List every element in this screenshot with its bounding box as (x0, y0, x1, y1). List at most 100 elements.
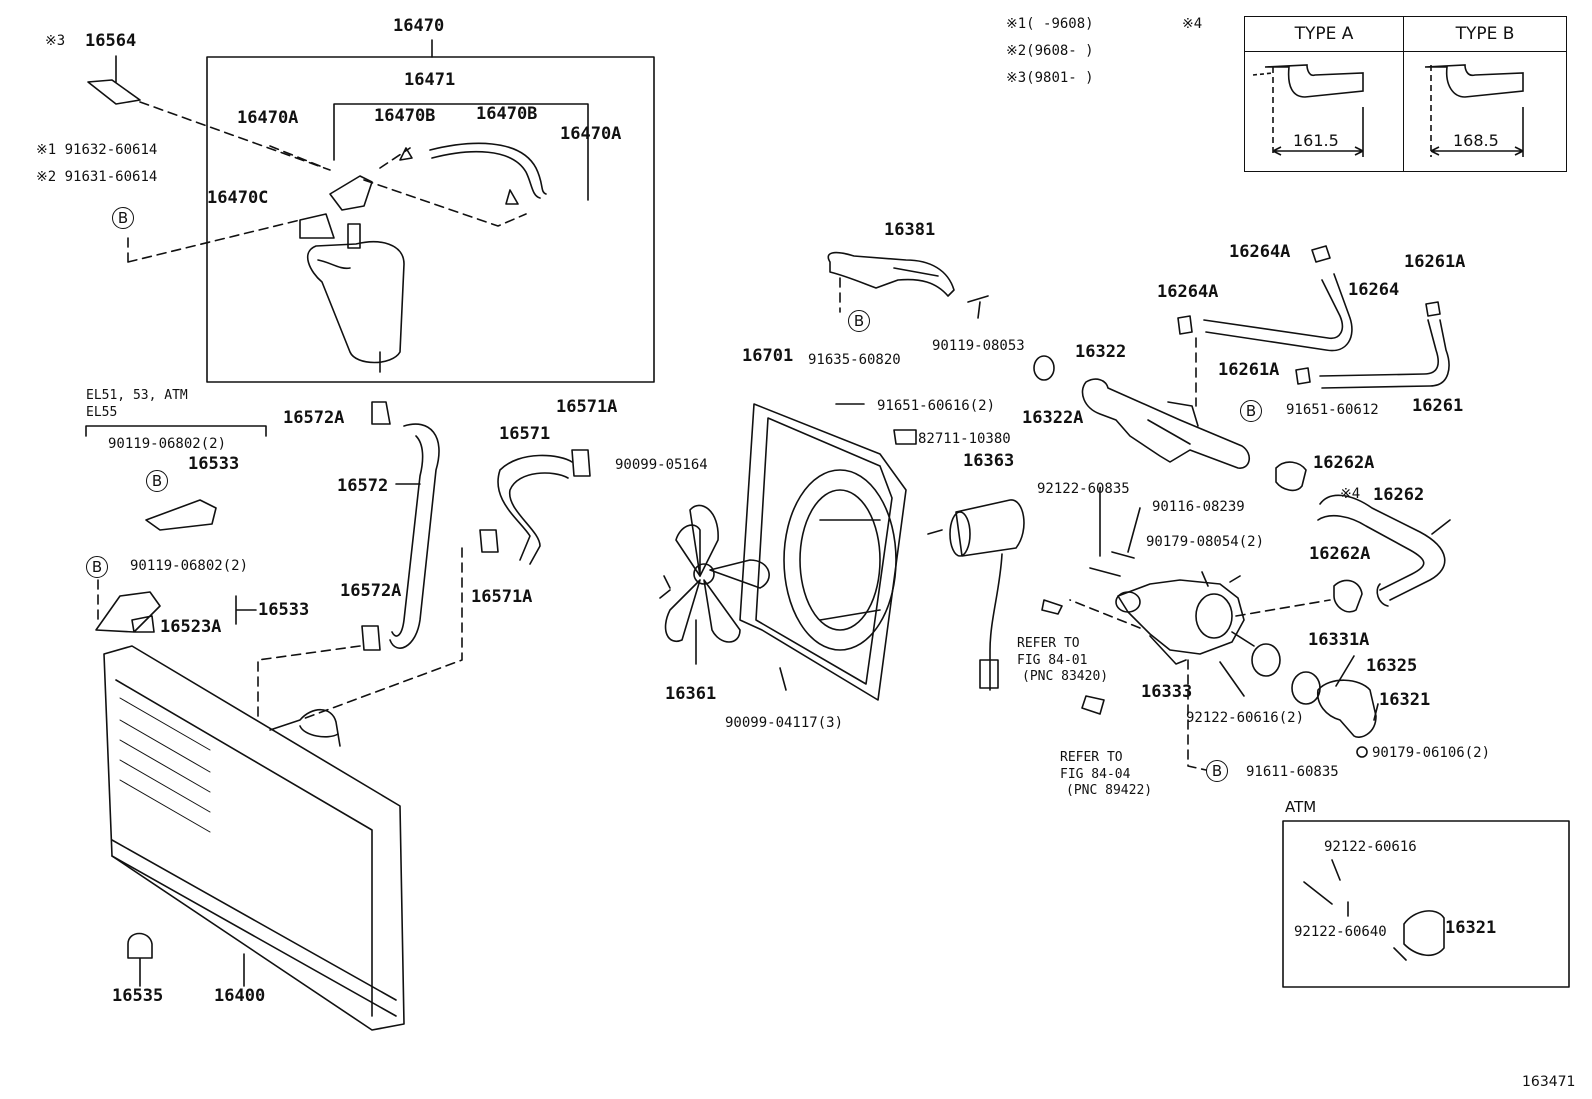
water-pipe-16322 (1081, 378, 1250, 469)
note-mark-4: ※4 (1340, 486, 1361, 502)
callout-16262a-1: 16262A (1313, 453, 1375, 473)
hose-16572 (389, 423, 440, 649)
callout-90119-08053: 90119-08053 (932, 338, 1025, 354)
note-3: ※3(9801- ) (1006, 70, 1094, 86)
callout-16262: 16262 (1373, 485, 1425, 505)
callout-91611-60835: 91611-60835 (1246, 764, 1339, 780)
callout-91651-60612: 91651-60612 (1286, 402, 1379, 418)
callout-16333: 16333 (1141, 682, 1193, 702)
circle-b-marker: B (86, 556, 108, 578)
type-a-dimension: 161.5 (1293, 131, 1339, 150)
callout-91631-60614: ※2 91631-60614 (36, 169, 158, 185)
note-el55: EL55 (86, 405, 118, 420)
callout-16264: 16264 (1348, 280, 1400, 300)
callout-90099-05164: 90099-05164 (615, 457, 708, 473)
radiator (103, 645, 405, 1031)
figure-number: 163471 (1522, 1074, 1576, 1090)
callout-16701: 16701 (742, 346, 794, 366)
note-4-mark: ※4 (1182, 16, 1203, 32)
hose-16264 (1203, 273, 1353, 352)
reservoir-tank (299, 175, 405, 373)
callout-16261a-1: 16261A (1404, 252, 1466, 272)
refer-84-01-line2: FIG 84-01 (1017, 653, 1088, 668)
callout-bracket-16471 (333, 103, 589, 201)
callout-16572a-2: 16572A (340, 581, 402, 601)
callout-16325: 16325 (1366, 656, 1418, 676)
callout-16470: 16470 (393, 16, 445, 36)
callout-90119-06802-b: 90119-06802(2) (130, 558, 249, 574)
note-1: ※1( -9608) (1006, 16, 1094, 32)
cap-16564 (87, 79, 141, 105)
callout-16264a-2: 16264A (1157, 282, 1219, 302)
thermostat-16331a (1251, 643, 1281, 677)
callout-16470b-1: 16470B (374, 106, 436, 126)
callout-16533-b: 16533 (258, 600, 310, 620)
callout-92122-60835: 92122-60835 (1037, 481, 1130, 497)
callout-90179-08054: 90179-08054(2) (1146, 534, 1265, 550)
callout-16470a-2: 16470A (560, 124, 622, 144)
callout-16471: 16471 (404, 70, 456, 90)
water-inlet-housing-16333 (1115, 575, 1245, 665)
callout-92122-60616: 92122-60616(2) (1186, 710, 1305, 726)
hose-16262 (1317, 494, 1446, 601)
bracket-16533 (145, 499, 217, 531)
circle-b-marker: B (112, 207, 134, 229)
bracket-16381 (827, 251, 955, 297)
circle-b-marker: B (1240, 400, 1262, 422)
callout-16470a-1: 16470A (237, 108, 299, 128)
callout-16523a: 16523A (160, 617, 222, 637)
note-mark-3: ※3 (45, 33, 66, 49)
callout-16533-a: 16533 (188, 454, 240, 474)
callout-16571: 16571 (499, 424, 551, 444)
hose-16571 (497, 454, 573, 565)
bracket-16533-lower (95, 591, 161, 633)
circle-b-marker: B (848, 310, 870, 332)
callout-91651-60616: 91651-60616(2) (877, 398, 996, 414)
refer-84-01-line1: REFER TO (1017, 636, 1080, 651)
hose-16470a (429, 142, 547, 199)
note-el51-53-atm: EL51, 53, ATM (86, 388, 188, 403)
type-b-dimension-line (1430, 146, 1524, 156)
callout-16322: 16322 (1075, 342, 1127, 362)
atm-inset-box (1282, 820, 1570, 988)
callout-16381: 16381 (884, 220, 936, 240)
callout-16331a: 16331A (1308, 630, 1370, 650)
callout-16322a: 16322A (1022, 408, 1084, 428)
atm-callout-16321: 16321 (1445, 918, 1497, 938)
type-a-dimension-line (1272, 146, 1364, 156)
refer-84-04-line2: FIG 84-04 (1060, 767, 1131, 782)
support-16535 (127, 932, 153, 987)
callout-16571a-2: 16571A (471, 587, 533, 607)
callout-16535: 16535 (112, 986, 164, 1006)
callout-16571a-1: 16571A (556, 397, 618, 417)
callout-82711-10380: 82711-10380 (918, 431, 1011, 447)
refer-84-04-line1: REFER TO (1060, 750, 1123, 765)
callout-90099-04117: 90099-04117(3) (725, 715, 844, 731)
type-b-hose-outline (1424, 64, 1524, 98)
callout-90116-08239: 90116-08239 (1152, 499, 1245, 515)
callout-16470b-2: 16470B (476, 104, 538, 124)
atm-callout-92122-60616: 92122-60616 (1324, 839, 1417, 855)
reservoir-group-box (206, 56, 655, 383)
callout-16321: 16321 (1379, 690, 1431, 710)
callout-91632-60614: ※1 91632-60614 (36, 142, 158, 158)
callout-16261a-2: 16261A (1218, 360, 1280, 380)
refer-84-04-line3: (PNC 89422) (1066, 783, 1153, 798)
type-a-hose-outline (1264, 64, 1364, 98)
hose-type-table: TYPE A TYPE B 161.5 168.5 (1244, 16, 1567, 172)
o-ring-16322a (1033, 355, 1055, 381)
callout-90119-06802-a: 90119-06802(2) (108, 436, 227, 452)
callout-16262a-2: 16262A (1309, 544, 1371, 564)
callout-90179-06106: 90179-06106(2) (1372, 745, 1491, 761)
fan-16361 (664, 504, 770, 643)
callout-16261: 16261 (1412, 396, 1464, 416)
callout-16363: 16363 (963, 451, 1015, 471)
atm-title: ATM (1285, 798, 1317, 816)
water-outlet-16321 (1316, 679, 1377, 738)
circle-b-marker: B (146, 470, 168, 492)
fan-shroud-16701 (739, 403, 907, 701)
callout-16470c: 16470C (207, 188, 269, 208)
callout-16361: 16361 (665, 684, 717, 704)
callout-16572a-1: 16572A (283, 408, 345, 428)
